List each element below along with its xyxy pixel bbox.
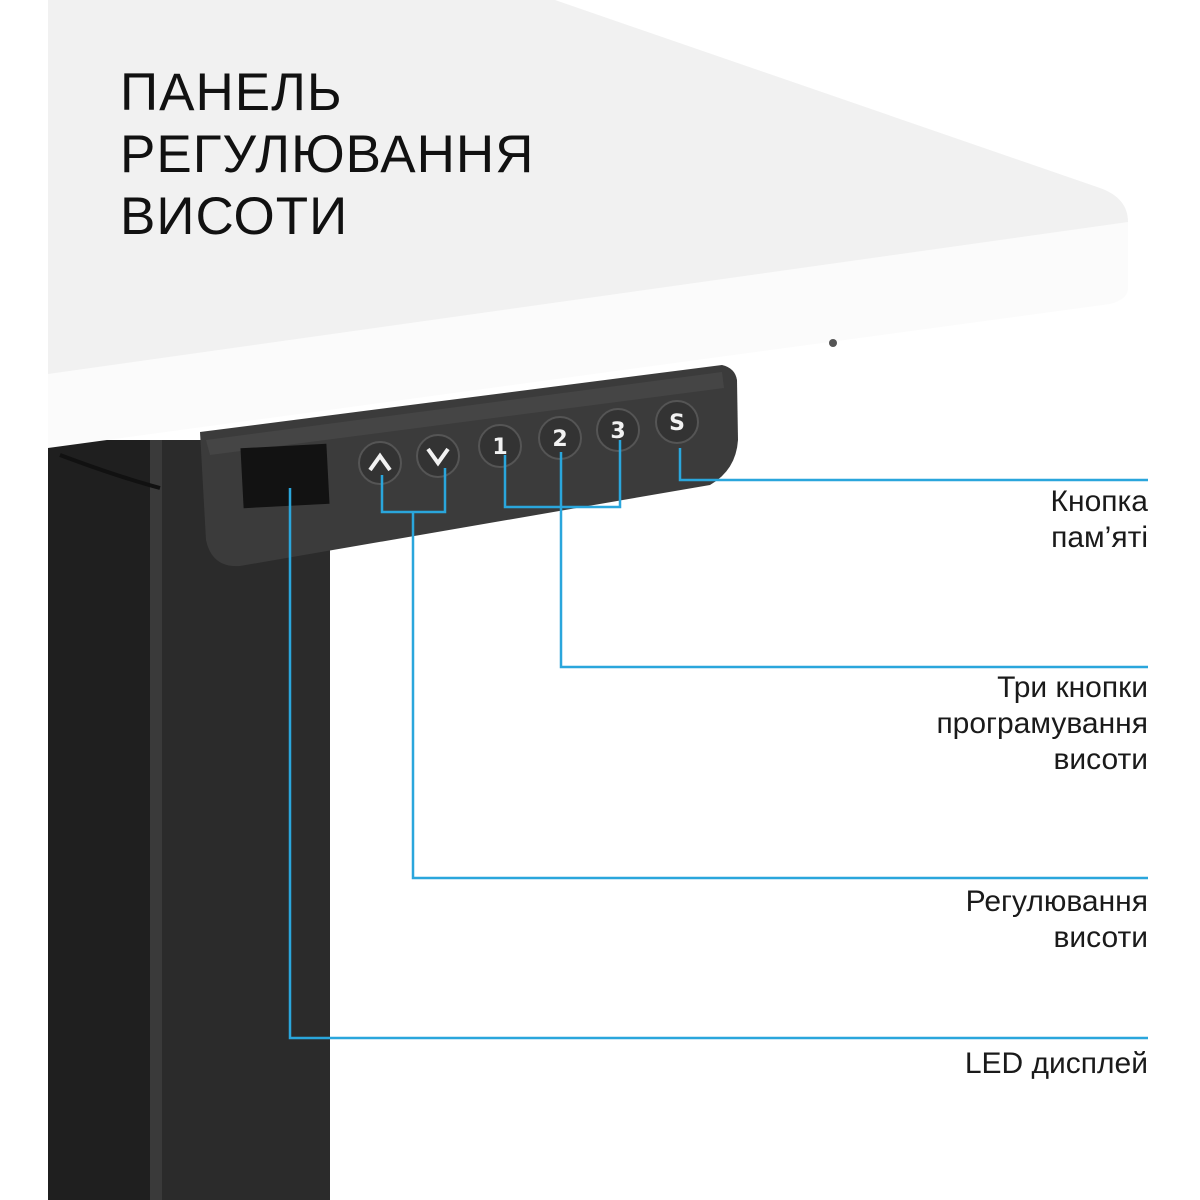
button-label: 2 (552, 427, 567, 452)
callout-bracket-presets (503, 440, 622, 509)
panel-button-1[interactable]: 1 (478, 424, 522, 468)
label-line: висоти (1053, 921, 1148, 954)
label-line: Кнопка (1050, 485, 1148, 518)
title-line: ВИСОТИ (120, 187, 349, 246)
callout-lines (288, 440, 1148, 1040)
button-circle[interactable] (596, 408, 640, 452)
chevron-up-icon (368, 452, 392, 472)
button-circle[interactable] (478, 424, 522, 468)
panel-button-down[interactable] (416, 434, 460, 478)
label-line: висоти (1053, 743, 1148, 776)
label-memory-button: Кнопка пам’яті (1051, 484, 1148, 556)
desk-leg (150, 440, 330, 1200)
screw (829, 339, 837, 347)
leg-shadow (48, 440, 158, 1200)
callout-line-height (411, 512, 1148, 880)
chevron-down-icon (426, 447, 450, 467)
button-label: 1 (492, 435, 507, 460)
label-preset-buttons: Три кнопки програмування висоти (936, 670, 1148, 778)
button-circle[interactable] (358, 441, 402, 485)
label-line: Регулювання (965, 885, 1148, 918)
desktop-edge (48, 218, 1128, 448)
button-label: S (669, 411, 685, 436)
callout-line-memory (678, 448, 1148, 482)
panel-button-2[interactable]: 2 (538, 416, 582, 460)
button-circle[interactable] (655, 400, 699, 444)
label-led-display: LED дисплей (965, 1046, 1148, 1082)
title-line: ПАНЕЛЬ (120, 63, 343, 122)
panel-button-3[interactable]: 3 (596, 408, 640, 452)
button-label: 3 (610, 419, 625, 444)
callout-line-led (288, 488, 1148, 1040)
page-title: ПАНЕЛЬ РЕГУЛЮВАННЯ ВИСОТИ (120, 62, 534, 248)
label-line: програмування (936, 707, 1148, 740)
button-circle[interactable] (416, 434, 460, 478)
led-display (240, 443, 330, 509)
title-line: РЕГУЛЮВАННЯ (120, 125, 535, 184)
panel-face (206, 372, 724, 455)
callout-line-presets (559, 452, 1148, 669)
panel-button-up[interactable] (358, 441, 402, 485)
label-line: Три кнопки (997, 671, 1148, 704)
label-line: LED дисплей (964, 1047, 1148, 1080)
leg-edge (150, 440, 162, 1200)
label-height-adjust: Регулювання висоти (966, 884, 1148, 956)
cable (59, 453, 161, 490)
label-line: пам’яті (1051, 521, 1148, 554)
desktop-surface (48, 0, 1128, 374)
panel-button-s[interactable]: S (655, 400, 699, 444)
